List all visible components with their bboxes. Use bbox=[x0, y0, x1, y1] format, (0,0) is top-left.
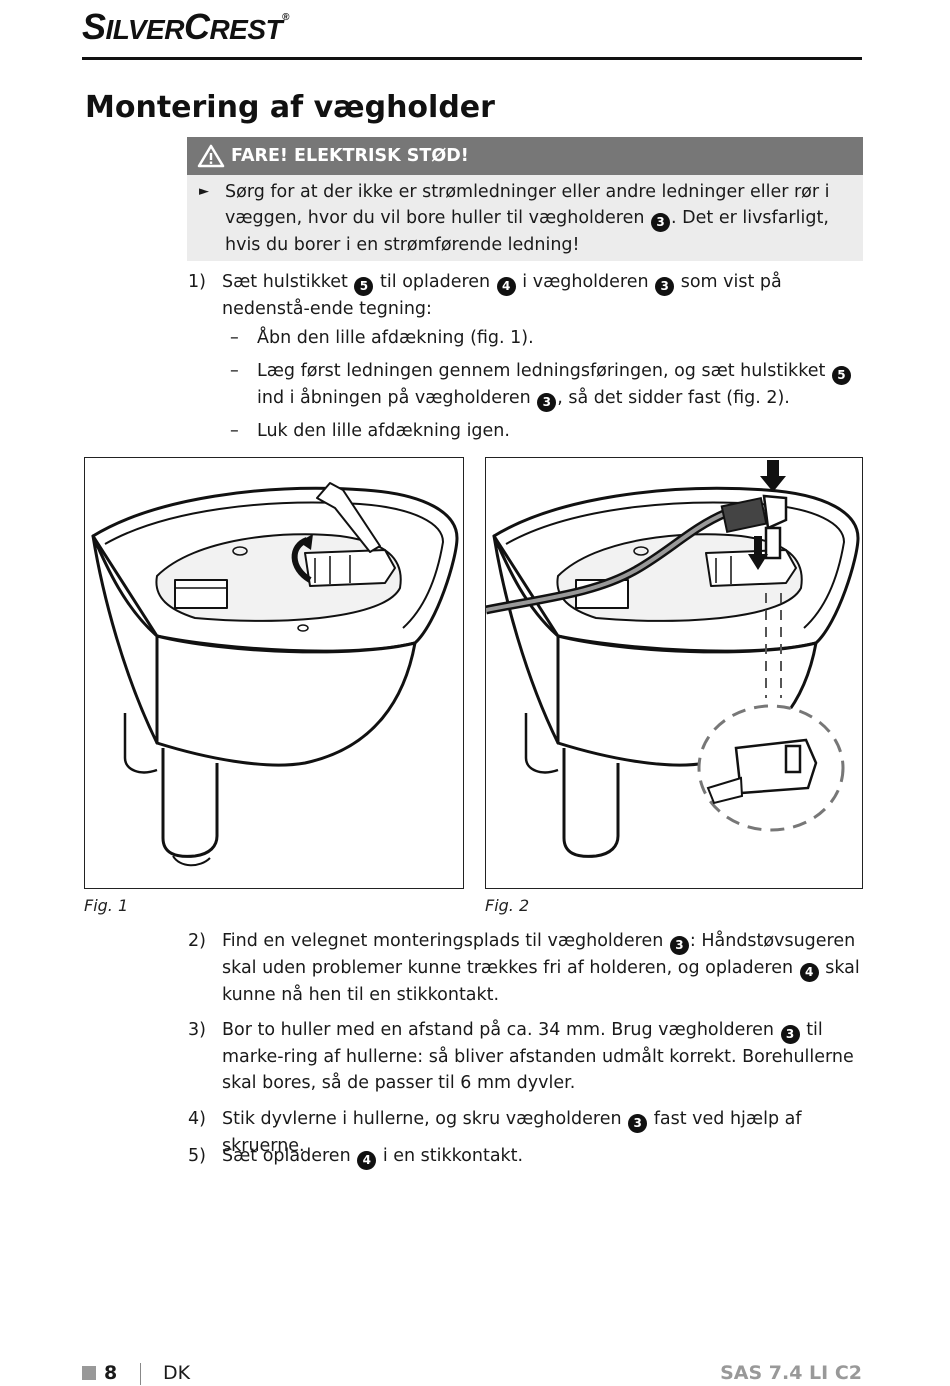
header-rule bbox=[82, 57, 862, 60]
ref-badge: 5 bbox=[354, 277, 374, 296]
page-number: 8 bbox=[104, 1362, 118, 1384]
footer-divider bbox=[140, 1363, 141, 1385]
ref-badge: 4 bbox=[496, 277, 516, 296]
ref-badge: 3 bbox=[537, 393, 557, 412]
ref-badge: 3 bbox=[655, 277, 675, 296]
ref-badge: 5 bbox=[831, 366, 851, 385]
ref-badge: 3 bbox=[628, 1114, 648, 1133]
ref-badge: 3 bbox=[780, 1025, 800, 1044]
footer-square bbox=[82, 1366, 96, 1380]
bullet-arrow-icon: ► bbox=[199, 184, 209, 199]
ref-badge: 3 bbox=[651, 213, 671, 232]
warning-body: ► Sørg for at der ikke er strømledninger… bbox=[187, 175, 863, 261]
model-number: SAS 7.4 LI C2 bbox=[720, 1362, 862, 1384]
ref-badge: 3 bbox=[669, 936, 689, 955]
figure-1-caption: Fig. 1 bbox=[84, 896, 129, 915]
warning-heading: FARE! ELEKTRISK STØD! bbox=[231, 146, 469, 166]
warning-triangle-icon bbox=[197, 144, 225, 168]
figure-2-caption: Fig. 2 bbox=[485, 896, 530, 915]
page-title: Montering af vægholder bbox=[85, 90, 495, 125]
ref-badge: 4 bbox=[357, 1151, 377, 1170]
figure-1-illustration bbox=[84, 457, 464, 889]
ref-badge: 4 bbox=[799, 963, 819, 982]
warning-heading-bar: FARE! ELEKTRISK STØD! bbox=[187, 137, 863, 175]
brand-logo: SILVERCREST® bbox=[82, 6, 289, 47]
language-code: DK bbox=[163, 1362, 191, 1384]
warning-text: Sørg for at der ikke er strømledninger e… bbox=[225, 182, 830, 255]
figure-2-illustration bbox=[485, 457, 863, 889]
